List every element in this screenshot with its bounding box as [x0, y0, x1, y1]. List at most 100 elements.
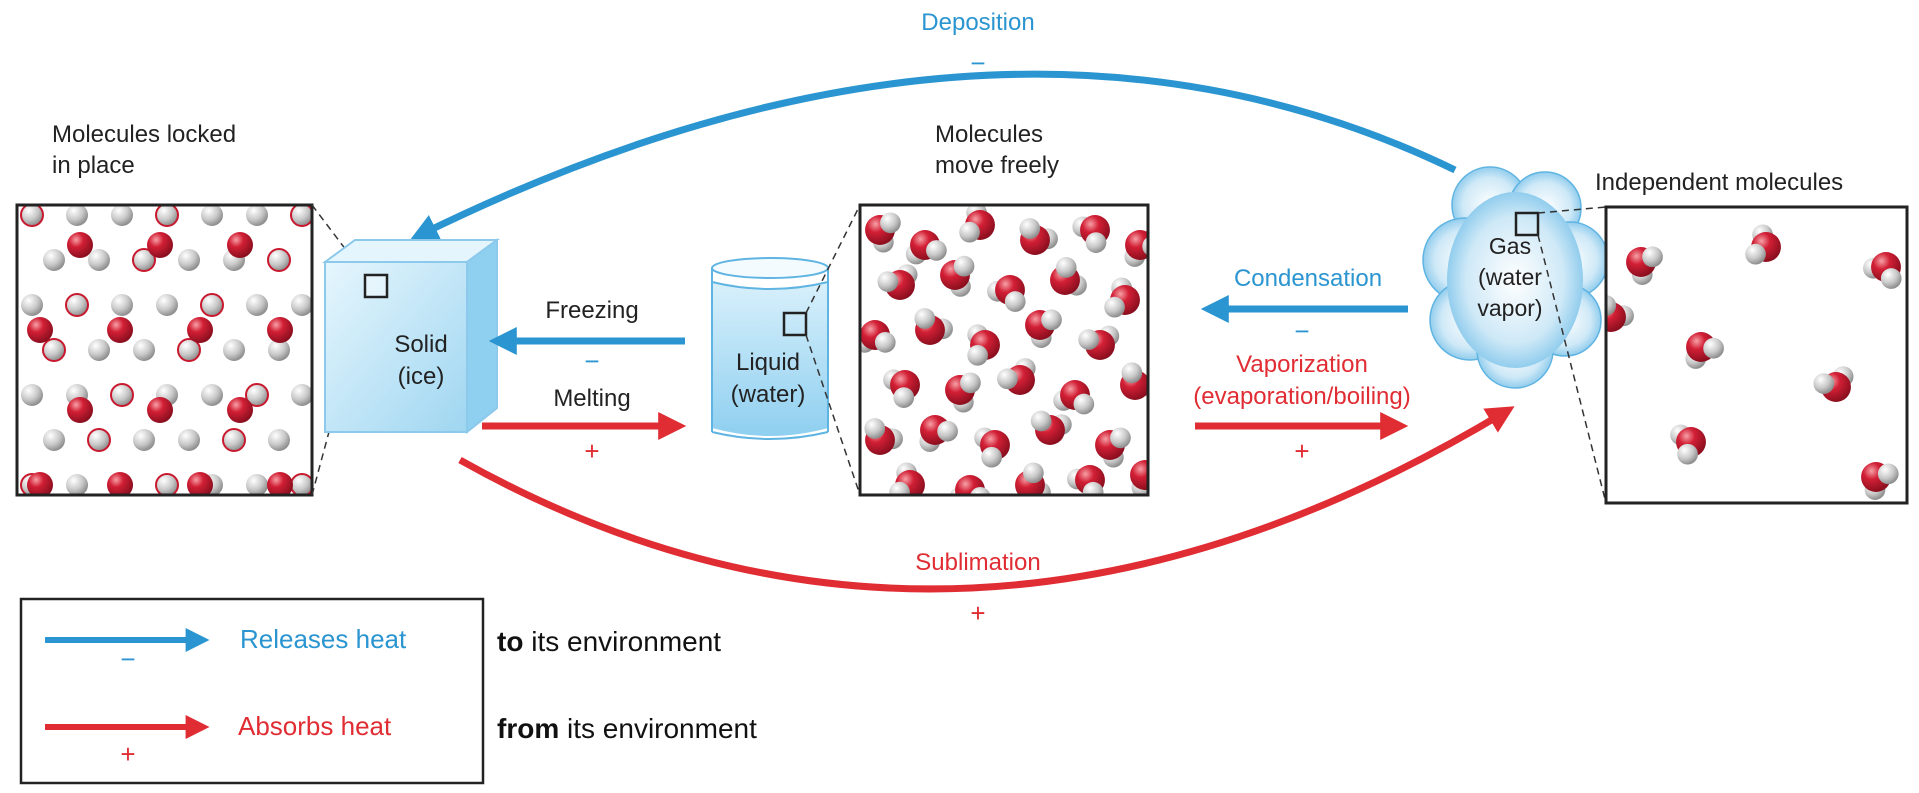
liquid-molecule-view [858, 203, 1150, 497]
hydrogen-atom [1030, 410, 1052, 432]
hydrogen-atom [997, 368, 1018, 390]
solid-molecule-view [15, 203, 314, 497]
hydrogen-atom [246, 205, 268, 226]
hydrogen-atom [268, 339, 290, 361]
hydrogen-atom [1073, 393, 1095, 415]
oxygen-atom [147, 232, 173, 258]
molecule-icon [997, 358, 1036, 395]
hydrogen-atom [246, 294, 268, 316]
gas-molecule-view [1604, 205, 1909, 505]
hydrogen-atom [1877, 463, 1899, 485]
hydrogen-atom [959, 221, 980, 243]
condensation-sign: − [1294, 316, 1309, 346]
hydrogen-atom [201, 205, 223, 226]
hydrogen-atom [291, 294, 312, 316]
hydrogen-atom [201, 384, 223, 406]
molecule-icon [1626, 246, 1663, 285]
oxygen-atom [27, 472, 53, 495]
hydrogen-atom [1813, 373, 1835, 394]
hydrogen-atom [65, 293, 89, 317]
oxygen-atom [267, 317, 293, 343]
hydrogen-atom [155, 205, 179, 227]
molecule-icon [1861, 462, 1899, 500]
oxygen-atom [187, 317, 213, 343]
hydrogen-atom [877, 271, 899, 292]
hydrogen-atom [937, 420, 958, 442]
hydrogen-atom [200, 293, 224, 317]
liquid-state-label: Liquid(water) [731, 349, 806, 408]
molecule-icon [905, 230, 947, 265]
molecule-icon [1685, 332, 1724, 369]
hydrogen-atom [156, 294, 178, 316]
molecule-icon [1067, 465, 1105, 495]
hydrogen-atom [981, 446, 1002, 468]
oxygen-atom [1130, 460, 1148, 490]
hydrogen-atom [133, 429, 155, 451]
molecule-icon [1078, 325, 1120, 360]
hydrogen-atom [66, 205, 88, 226]
molecule-icon [1053, 380, 1095, 415]
molecule-icon [940, 255, 975, 297]
oxygen-atom [227, 397, 253, 423]
hydrogen-atom [177, 338, 201, 362]
hydrogen-atom [967, 344, 988, 366]
hydrogen-atom [1023, 462, 1044, 484]
hydrogen-atom [291, 384, 312, 406]
oxygen-atom [27, 317, 53, 343]
hydrogen-atom [111, 294, 133, 316]
hydrogen-atom [1880, 268, 1902, 289]
deposition-sign: − [970, 48, 985, 78]
hydrogen-atom [1142, 236, 1148, 256]
hydrogen-atom [290, 205, 312, 227]
molecule-icon [1050, 257, 1087, 296]
hydrogen-atom [893, 387, 915, 408]
hydrogen-atom [87, 428, 111, 452]
molecule-icon [889, 462, 925, 495]
sublimation-label: Sublimation [915, 549, 1040, 576]
legend-absorb-sign: + [120, 739, 135, 769]
hydrogen-atom [926, 240, 947, 261]
molecule-icon [865, 212, 901, 253]
molecule-icon [1072, 215, 1110, 253]
hydrogen-atom [1703, 337, 1724, 359]
melting-label: Melting [553, 385, 630, 412]
oxygen-atom [187, 472, 213, 495]
oxygen-atom [267, 472, 293, 495]
hydrogen-atom [1004, 291, 1026, 312]
molecule-icon [1019, 218, 1058, 255]
molecule-icon [919, 415, 958, 452]
vaporization-sign: + [1294, 436, 1309, 466]
molecule-icon [974, 427, 1010, 468]
hydrogen-atom [110, 383, 134, 407]
hydrogen-atom [111, 205, 133, 226]
molecule-icon [1863, 252, 1902, 289]
hydrogen-atom [268, 429, 290, 451]
hydrogen-atom [133, 339, 155, 361]
molecule-icon [1606, 295, 1634, 332]
hydrogen-atom [1085, 232, 1107, 253]
hydrogen-atom [66, 474, 88, 495]
hydrogen-atom [21, 294, 43, 316]
hydrogen-atom [960, 372, 981, 394]
molecule-icon [1670, 424, 1706, 465]
freezing-label: Freezing [545, 297, 638, 324]
hydrogen-atom [970, 487, 991, 495]
molecule-icon [1104, 277, 1140, 318]
hydrogen-atom [1121, 362, 1143, 384]
hydrogen-atom [246, 474, 268, 495]
hydrogen-atom [21, 384, 43, 406]
hydrogen-atom [178, 249, 200, 271]
hydrogen-atom [1745, 243, 1766, 265]
solid-state-label: Solid(ice) [394, 331, 447, 390]
hydrogen-atom [864, 418, 886, 439]
molecule-icon [1813, 366, 1854, 402]
hydrogen-atom [43, 429, 65, 451]
molecule-icon [883, 369, 920, 408]
deposition-label: Deposition [921, 9, 1034, 36]
oxygen-atom [67, 232, 93, 258]
hydrogen-atom [880, 212, 901, 234]
legend-absorb-bold: from [497, 713, 559, 744]
